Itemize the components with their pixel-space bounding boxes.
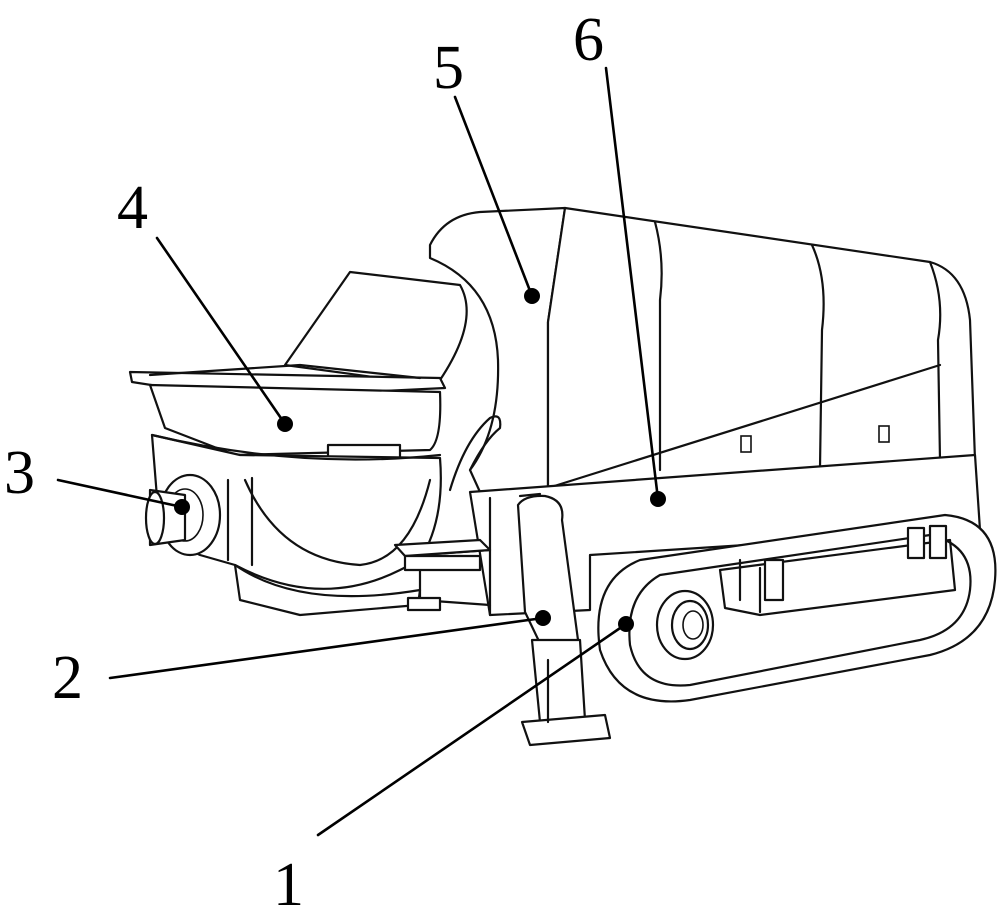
crawler-track [597,513,997,703]
marker-dot-2 [535,610,551,626]
callout-4: 4 [117,174,293,432]
callout-label-1: 1 [273,851,304,911]
callout-6: 6 [573,6,666,507]
leader-line-3 [56,478,184,509]
marker-dot-1 [618,616,634,632]
hopper [128,270,502,492]
marker-dot-3 [174,499,190,515]
leader-line-4 [155,236,287,426]
leader-line-5 [453,95,534,298]
cabinet-body [428,206,977,494]
callout-label-2: 2 [52,644,83,712]
callout-3: 3 [4,439,190,515]
callout-label-6: 6 [573,6,604,74]
marker-dot-6 [650,491,666,507]
callout-1: 1 [273,616,634,911]
callout-label-4: 4 [117,174,148,242]
callout-5: 5 [433,34,540,304]
callout-2: 2 [52,610,551,712]
callout-label-5: 5 [433,34,464,102]
pump-housing [144,433,492,617]
leader-line-2 [108,616,545,680]
leader-line-6 [604,66,660,501]
marker-dot-4 [277,416,293,432]
callout-label-3: 3 [4,439,35,507]
leader-line-1 [316,622,628,837]
marker-dot-5 [524,288,540,304]
